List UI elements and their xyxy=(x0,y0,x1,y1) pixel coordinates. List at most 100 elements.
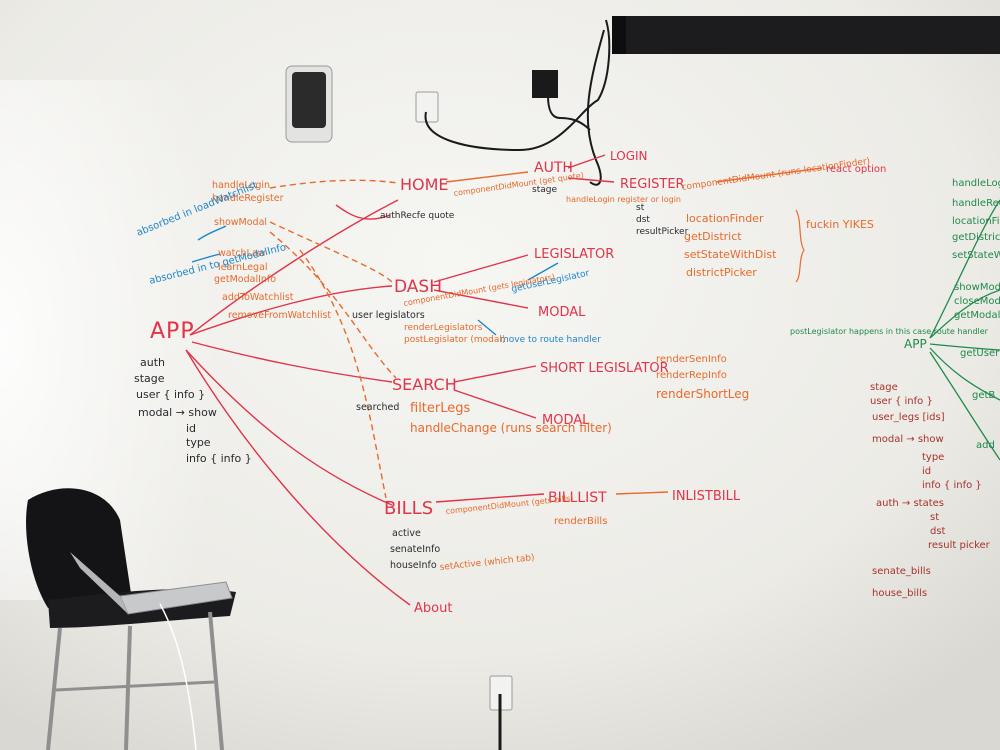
svg-text:dst: dst xyxy=(636,215,650,225)
svg-text:handleChange (runs search filt: handleChange (runs search filter) xyxy=(410,421,612,435)
node-search: SEARCH xyxy=(392,375,457,394)
svg-text:modal → show: modal → show xyxy=(872,434,944,445)
svg-text:houseInfo: houseInfo xyxy=(390,560,437,571)
svg-text:getModalInfo: getModalInfo xyxy=(214,274,276,285)
svg-text:locationFinder: locationFinder xyxy=(686,212,764,225)
node-auth: AUTH xyxy=(534,160,573,176)
svg-text:resultPicker: resultPicker xyxy=(636,227,689,237)
svg-text:districtPicker: districtPicker xyxy=(686,266,757,279)
svg-text:getDistrict: getDistrict xyxy=(952,232,1000,243)
svg-text:watchLaw: watchLaw xyxy=(218,248,266,259)
svg-text:removeFromWatchlist: removeFromWatchlist xyxy=(228,310,331,321)
right-diagram-lines xyxy=(929,199,1000,461)
svg-text:id: id xyxy=(186,422,196,435)
node-dash: DASH xyxy=(394,277,442,297)
svg-text:getUserLeg: getUserLeg xyxy=(960,348,1000,359)
svg-text:house_bills: house_bills xyxy=(872,588,927,599)
svg-text:handleLogin: handleLogin xyxy=(212,180,270,191)
svg-text:senate_bills: senate_bills xyxy=(872,566,931,577)
svg-text:renderLegislators: renderLegislators xyxy=(404,323,483,333)
svg-text:postLegislator (modal): postLegislator (modal) xyxy=(404,335,505,345)
svg-text:renderShortLeg: renderShortLeg xyxy=(656,387,749,401)
node-bills: BILLS xyxy=(384,498,433,519)
wall-outlet-top xyxy=(415,91,439,123)
left-diagram-arrows xyxy=(185,154,823,606)
svg-text:handleLogin: handleLogin xyxy=(952,178,1000,189)
svg-text:setStateWithDist: setStateWithDist xyxy=(952,250,1000,261)
svg-text:move to route handler: move to route handler xyxy=(500,335,601,345)
register-brace xyxy=(795,209,805,283)
node-modal-dash: MODAL xyxy=(538,305,586,320)
svg-text:senateInfo: senateInfo xyxy=(390,544,440,555)
blue-annotation-arrows xyxy=(191,225,559,336)
svg-text:locationFinder: locationFinder xyxy=(952,216,1000,227)
node-legislator: LEGISLATOR xyxy=(534,247,614,262)
svg-text:info { info }: info { info } xyxy=(922,480,982,491)
projector-screen-endcap xyxy=(612,16,626,54)
svg-text:react option: react option xyxy=(826,164,886,175)
short-legislator-notes: renderSenInfo renderRepInfo renderShortL… xyxy=(656,354,749,401)
svg-text:info { info }: info { info } xyxy=(186,452,252,465)
node-home: HOME xyxy=(400,175,449,194)
node-login: LOGIN xyxy=(610,149,648,163)
node-register: REGISTER xyxy=(620,177,685,192)
svg-text:closeModal: closeModal xyxy=(954,296,1000,307)
right-node-app: APP xyxy=(904,337,927,351)
svg-text:showModal: showModal xyxy=(954,282,1000,293)
svg-text:fuckin YIKES: fuckin YIKES xyxy=(806,218,874,231)
svg-text:type: type xyxy=(922,452,944,463)
svg-text:active: active xyxy=(392,528,421,539)
svg-text:handleRegister: handleRegister xyxy=(952,198,1000,209)
svg-text:user legislators: user legislators xyxy=(352,310,425,321)
projector-screen-housing xyxy=(612,16,1000,54)
auth-note-handler: handleLogin register or login xyxy=(566,195,681,204)
node-app: APP xyxy=(150,319,195,344)
svg-text:showModal: showModal xyxy=(214,217,267,228)
right-state-notes: stage user { info } user_legs [ids] moda… xyxy=(870,382,991,599)
svg-text:modal → show: modal → show xyxy=(138,406,217,419)
svg-text:renderBills: renderBills xyxy=(554,516,607,527)
svg-text:addToWatchlist: addToWatchlist xyxy=(222,292,294,303)
svg-text:stage: stage xyxy=(134,372,165,385)
speaker-grille xyxy=(292,72,326,128)
home-note-quote: authRecfe quote xyxy=(380,211,455,221)
svg-text:getB: getB xyxy=(972,390,995,401)
node-short-legislator: SHORT LEGISLATOR xyxy=(540,361,669,376)
search-notes: searched filterLegs handleChange (runs s… xyxy=(356,401,612,435)
laptop xyxy=(70,552,233,750)
power-adapter xyxy=(532,70,558,98)
svg-text:user { info }: user { info } xyxy=(136,388,205,401)
svg-text:result picker: result picker xyxy=(928,540,991,551)
svg-text:stage: stage xyxy=(870,382,898,393)
svg-text:user_legs [ids]: user_legs [ids] xyxy=(872,412,945,423)
right-note-postlegislator: postLegislator happens in this case rout… xyxy=(790,327,989,336)
auth-note-stage: stage xyxy=(532,185,557,195)
svg-text:getModal: getModal xyxy=(954,310,1000,321)
cable-wires xyxy=(424,19,611,186)
node-modal-search: MODAL xyxy=(542,413,590,428)
svg-text:renderSenInfo: renderSenInfo xyxy=(656,354,727,365)
app-method-notes: handleLogin handleRegister showModal wat… xyxy=(212,180,331,321)
svg-text:auth: auth xyxy=(140,356,165,369)
svg-text:add: add xyxy=(976,440,995,451)
svg-text:searched: searched xyxy=(356,402,399,413)
svg-text:user { info }: user { info } xyxy=(870,396,933,407)
node-billlist: BILLLIST xyxy=(548,490,607,506)
svg-text:st: st xyxy=(636,203,645,213)
app-state-notes: auth stage user { info } modal → show id… xyxy=(134,356,252,465)
svg-text:dst: dst xyxy=(930,526,946,537)
svg-text:handleRegister: handleRegister xyxy=(212,193,284,204)
svg-text:getDistrict: getDistrict xyxy=(684,230,742,243)
svg-text:filterLegs: filterLegs xyxy=(410,401,471,416)
svg-text:auth → states: auth → states xyxy=(876,498,944,509)
svg-text:id: id xyxy=(922,466,931,477)
node-about: About xyxy=(414,601,452,616)
svg-text:setStateWithDist: setStateWithDist xyxy=(684,248,777,261)
svg-text:renderRepInfo: renderRepInfo xyxy=(656,370,727,381)
svg-text:st: st xyxy=(930,512,939,523)
right-method-notes: handleLogin handleRegister locationFinde… xyxy=(952,178,1000,451)
svg-text:type: type xyxy=(186,436,211,449)
node-inlistbill: INLISTBILL xyxy=(672,489,741,504)
svg-text:learnLegal: learnLegal xyxy=(218,262,268,273)
